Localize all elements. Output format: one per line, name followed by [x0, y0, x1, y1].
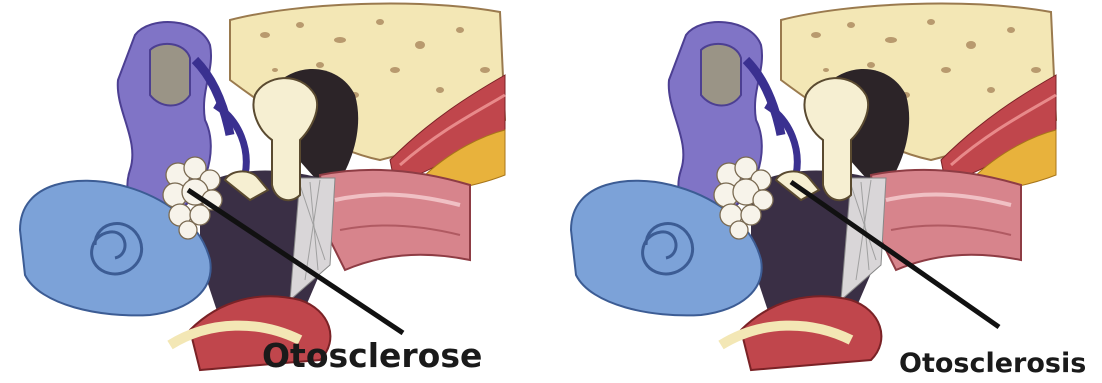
- right-figure-panel: Otosclerosis: [551, 0, 1102, 383]
- ear-anatomy-illustration: [0, 0, 551, 383]
- ear-anatomy-illustration: [551, 0, 1102, 383]
- right-caption: Otosclerosis: [899, 348, 1086, 379]
- left-caption: Otosclerose: [262, 336, 482, 375]
- left-figure-panel: Otosclerose: [0, 0, 551, 383]
